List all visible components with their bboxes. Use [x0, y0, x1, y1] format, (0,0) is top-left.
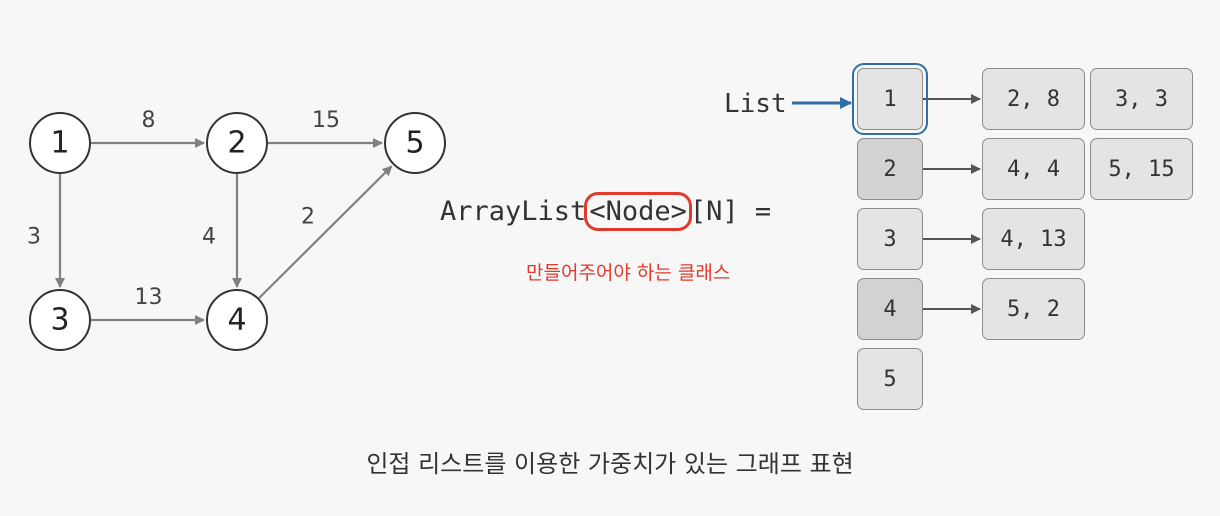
node-class-note: 만들어주어야 하는 클래스	[526, 262, 731, 284]
code-prefix: ArrayList	[440, 196, 587, 227]
edge-weight-4-5: 2	[301, 205, 315, 230]
graph-node-1	[29, 112, 91, 174]
node-cell-1-1: 2, 8	[982, 68, 1085, 130]
index-cell-2: 2	[857, 138, 923, 200]
edge-weight-2-4: 4	[202, 225, 216, 250]
node-cell-4-1: 5, 2	[982, 278, 1085, 340]
edge-weight-3-4: 13	[135, 285, 163, 310]
graph-node-label-5: 5	[405, 126, 424, 161]
graph-node-label-4: 4	[227, 303, 246, 338]
node-type-highlight: <Node>	[584, 192, 692, 231]
node-cell-3-1: 4, 13	[982, 208, 1085, 270]
node-cell-2-2: 5, 15	[1090, 138, 1193, 200]
arraylist-declaration: ArrayList<Node>[N] =	[440, 192, 772, 231]
graph-node-label-3: 3	[50, 303, 69, 338]
index-cell-3: 3	[857, 208, 923, 270]
index-cell-1: 1	[852, 63, 928, 135]
graph-node-label-2: 2	[227, 126, 246, 161]
graph-node-label-1: 1	[50, 126, 69, 161]
edge-4-5	[258, 165, 393, 299]
diagram-caption: 인접 리스트를 이용한 가중치가 있는 그래프 표현	[366, 450, 854, 478]
node-cell-1-2: 3, 3	[1090, 68, 1193, 130]
graph-node-5	[384, 112, 446, 174]
graph-node-4	[206, 289, 268, 351]
edge-weight-2-5: 15	[312, 108, 340, 133]
edge-weight-1-2: 8	[142, 108, 156, 133]
index-cell-5: 5	[857, 348, 923, 410]
graph-node-2	[206, 112, 268, 174]
graph-node-3	[29, 289, 91, 351]
edge-weight-1-3: 3	[27, 225, 41, 250]
list-pointer-label: List	[724, 89, 787, 119]
weighted-graph: 8 15 3 4 2 13 1 2 3 4 5	[27, 108, 446, 351]
index-cell-4: 4	[857, 278, 923, 340]
node-cell-2-1: 4, 4	[982, 138, 1085, 200]
code-suffix: [N] =	[689, 196, 772, 227]
